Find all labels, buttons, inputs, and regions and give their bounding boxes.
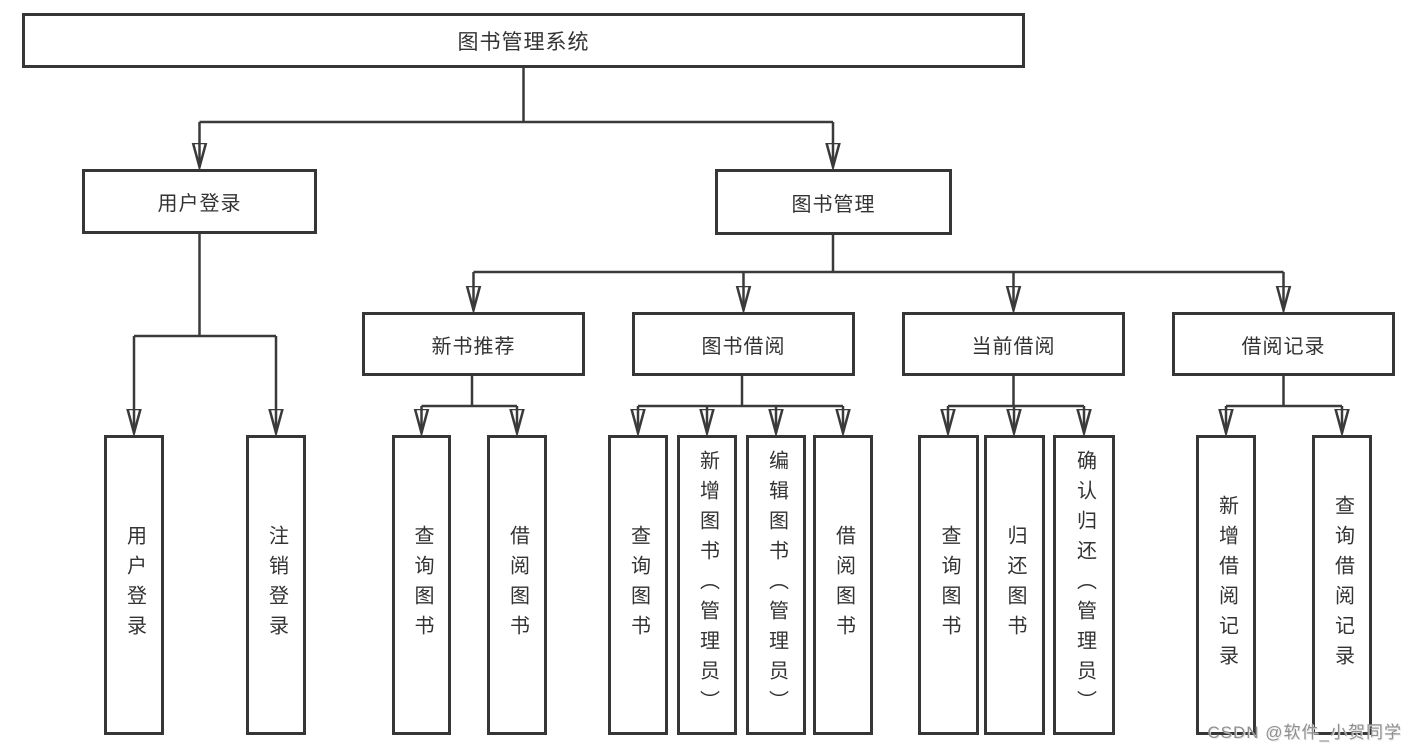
node-borrowing-records-label: 借阅记录 — [1241, 335, 1326, 358]
connector-borrow-record-backbone — [1226, 376, 1342, 408]
leaf-query-borrow-record-label: 查询借阅记录 — [1331, 495, 1354, 675]
leaf-user-login: 用户登录 — [104, 435, 164, 735]
node-new-book-recommendation-label: 新书推荐 — [431, 335, 516, 358]
connector-current-borrow-backbone — [948, 376, 1084, 408]
node-book-management: 图书管理 — [715, 169, 952, 235]
leaf-borrow-books-label: 借阅图书 — [832, 525, 855, 645]
leaf-logout: 注销登录 — [246, 435, 306, 735]
leaf-logout-label: 注销登录 — [265, 525, 288, 645]
leaf-query-borrow-record: 查询借阅记录 — [1312, 435, 1372, 735]
leaf-edit-books-admin: 编辑图书（管理员） — [746, 435, 806, 735]
node-user-login: 用户登录 — [82, 169, 317, 234]
leaf-query-books-borrowing: 查询图书 — [608, 435, 668, 735]
connector-book-borrow-backbone — [638, 376, 843, 408]
connector-new-book-backbone — [421, 376, 517, 408]
leaf-add-books-admin-label: 新增图书（管理员） — [696, 450, 719, 720]
leaf-return-books: 归还图书 — [984, 435, 1045, 735]
node-book-management-label: 图书管理 — [791, 193, 876, 216]
connector-user-login-backbone — [134, 234, 276, 338]
leaf-query-books-borrowing-label: 查询图书 — [627, 525, 650, 645]
leaf-return-books-label: 归还图书 — [1004, 525, 1026, 645]
leaf-add-books-admin: 新增图书（管理员） — [677, 435, 737, 735]
leaf-borrow-books-recommend-label: 借阅图书 — [506, 525, 529, 645]
leaf-confirm-return-admin: 确认归还（管理员） — [1053, 435, 1115, 735]
node-current-borrowing: 当前借阅 — [902, 312, 1125, 376]
node-new-book-recommendation: 新书推荐 — [362, 312, 585, 376]
node-current-borrowing-label: 当前借阅 — [971, 335, 1056, 358]
node-root-label: 图书管理系统 — [457, 30, 590, 54]
leaf-user-login-label: 用户登录 — [123, 525, 146, 645]
leaf-edit-books-admin-label: 编辑图书（管理员） — [765, 450, 788, 720]
node-borrowing-records: 借阅记录 — [1172, 312, 1395, 376]
leaf-add-borrow-record-label: 新增借阅记录 — [1215, 495, 1238, 675]
connector-root-backbone — [199, 68, 833, 124]
leaf-borrow-books: 借阅图书 — [813, 435, 873, 735]
leaf-query-books-recommend: 查询图书 — [392, 435, 451, 735]
watermark: CSDN @软件_小贺同学 — [1207, 723, 1402, 742]
connector-book-mgmt-backbone — [473, 235, 1284, 274]
leaf-add-borrow-record: 新增借阅记录 — [1196, 435, 1256, 735]
node-user-login-label: 用户登录 — [157, 193, 242, 215]
node-book-borrowing-label: 图书借阅 — [701, 335, 786, 358]
leaf-query-books-current-label: 查询图书 — [938, 525, 960, 645]
leaf-query-books-recommend-label: 查询图书 — [411, 525, 433, 645]
leaf-query-books-current: 查询图书 — [918, 435, 979, 735]
leaf-confirm-return-admin-label: 确认归还（管理员） — [1073, 450, 1096, 720]
node-book-borrowing: 图书借阅 — [632, 312, 855, 376]
node-root: 图书管理系统 — [22, 13, 1025, 68]
leaf-borrow-books-recommend: 借阅图书 — [487, 435, 547, 735]
